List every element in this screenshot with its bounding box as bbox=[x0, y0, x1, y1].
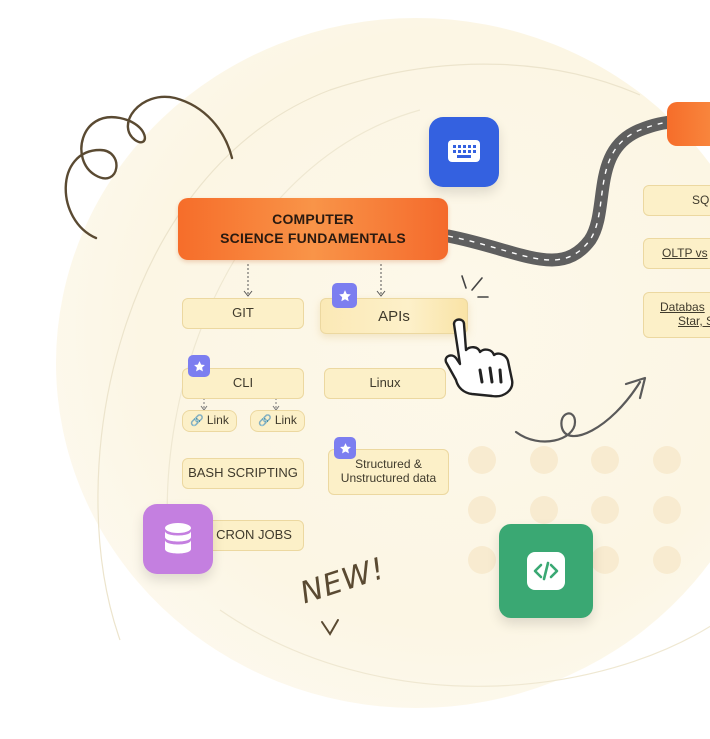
link-icon: 🔗 bbox=[190, 414, 204, 427]
dot bbox=[530, 496, 558, 524]
node-database[interactable]: Databas Star, S bbox=[643, 292, 710, 338]
dot bbox=[468, 496, 496, 524]
dot bbox=[591, 446, 619, 474]
orbit-arc bbox=[97, 63, 641, 641]
node-link-2[interactable]: 🔗 Link bbox=[250, 410, 305, 432]
click-spark bbox=[471, 277, 483, 291]
star-badge-apis bbox=[332, 283, 357, 308]
star-badge-cli bbox=[188, 355, 210, 377]
squiggle-arrow-head bbox=[624, 376, 647, 400]
node-cli[interactable]: CLI bbox=[182, 368, 304, 399]
dot bbox=[653, 546, 681, 574]
dot bbox=[468, 546, 496, 574]
node-bash-scripting[interactable]: BASH SCRIPTING bbox=[182, 458, 304, 489]
node-database-line1: Databas bbox=[660, 300, 705, 315]
curly-squiggle bbox=[64, 95, 234, 240]
dot bbox=[653, 496, 681, 524]
node-link-2-label: Link bbox=[274, 413, 297, 428]
node-link-1-label: Link bbox=[206, 413, 229, 428]
database-tile bbox=[143, 504, 213, 574]
node-git[interactable]: GIT bbox=[182, 298, 304, 329]
dot bbox=[530, 446, 558, 474]
connector-head bbox=[376, 290, 386, 297]
node-oltp-label: OLTP vs bbox=[662, 245, 708, 260]
dot bbox=[591, 496, 619, 524]
node-oltp[interactable]: OLTP vs bbox=[643, 238, 710, 269]
road-lane-markings bbox=[447, 121, 676, 261]
connector-head bbox=[243, 290, 253, 297]
root-node-title-line1: COMPUTER bbox=[272, 211, 354, 227]
star-badge-structured bbox=[334, 437, 356, 459]
database-icon bbox=[165, 523, 191, 554]
node-sql-label: SQ bbox=[692, 192, 710, 207]
next-section-node[interactable] bbox=[667, 102, 710, 146]
keyboard-icon bbox=[448, 140, 480, 162]
star-icon bbox=[339, 442, 351, 453]
star-icon bbox=[193, 360, 205, 371]
star-icon bbox=[338, 289, 351, 301]
hand-pointer-icon bbox=[444, 318, 514, 398]
orbit-arc bbox=[219, 609, 710, 687]
keyboard-tile bbox=[429, 117, 499, 187]
new-arrow bbox=[321, 619, 339, 636]
dot bbox=[653, 446, 681, 474]
node-apis[interactable]: APIs bbox=[320, 298, 468, 334]
dot bbox=[591, 546, 619, 574]
code-icon bbox=[527, 552, 565, 590]
orbit-arc bbox=[166, 109, 421, 561]
node-link-1[interactable]: 🔗 Link bbox=[182, 410, 237, 432]
node-database-line2: Star, S bbox=[678, 314, 710, 328]
click-spark bbox=[461, 275, 467, 289]
root-node-computer-science-fundamentals[interactable]: COMPUTER SCIENCE FUNDAMENTALS bbox=[178, 198, 448, 260]
node-structured-line1: Structured & bbox=[355, 457, 422, 472]
node-sql[interactable]: SQ bbox=[643, 185, 710, 216]
squiggle-arrow bbox=[514, 380, 642, 443]
root-node-title-line2: SCIENCE FUNDAMENTALS bbox=[220, 230, 406, 246]
node-structured-line2: Unstructured data bbox=[340, 471, 437, 485]
node-linux[interactable]: Linux bbox=[324, 368, 446, 399]
background-blob bbox=[56, 18, 710, 708]
code-tile bbox=[499, 524, 593, 618]
link-icon: 🔗 bbox=[258, 414, 272, 427]
dot bbox=[468, 446, 496, 474]
